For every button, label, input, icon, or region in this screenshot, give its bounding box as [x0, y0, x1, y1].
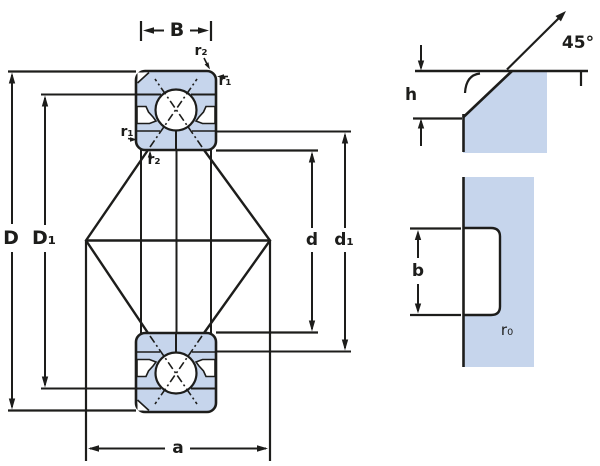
arrowhead-down-icon	[41, 376, 49, 388]
dimension-D: D	[3, 70, 136, 412]
dimension-d1: d₁	[216, 130, 354, 353]
arrowhead-up-icon	[41, 95, 49, 107]
ring-gap-left	[136, 105, 158, 125]
recess-void	[463, 226, 502, 317]
corner-chamfer-edge	[136, 71, 150, 84]
arrowhead-down-icon	[8, 398, 16, 410]
arrowhead-right-icon	[198, 27, 209, 34]
leader-arrow-icon	[130, 137, 137, 142]
b-extension-ticks	[410, 227, 461, 317]
contact-centerline-1	[149, 335, 198, 405]
arrowhead-left-icon	[143, 27, 154, 34]
ball	[154, 351, 198, 395]
label-r1-left: r₁	[120, 124, 133, 140]
dim-label-D: D	[3, 227, 19, 249]
arrowhead-down-icon	[308, 320, 316, 332]
leader-arrow-icon	[204, 62, 210, 70]
leader-arrow-icon	[147, 150, 153, 158]
dim-label-h: h	[405, 85, 417, 105]
detail-chamfer: h 45°	[405, 11, 594, 153]
arrowhead-up-icon	[341, 132, 349, 144]
dimension-D1: D₁	[32, 93, 136, 390]
label-r0: r₀	[501, 321, 513, 339]
arrowhead-up-icon	[414, 230, 422, 240]
radius-callouts: r₂ r₁ r₁ r₂	[120, 43, 231, 168]
arrowhead-right-icon	[257, 445, 268, 452]
extension-lines	[8, 70, 136, 412]
leader-arrow-icon	[217, 74, 224, 79]
arrowhead-up-icon	[308, 151, 316, 163]
dim-label-d: d	[306, 230, 318, 250]
detail-recess: b r₀	[410, 177, 534, 367]
arrowhead-down-icon	[414, 303, 422, 314]
label-r1-right: r₁	[218, 73, 231, 89]
dim-label-b: b	[412, 261, 424, 281]
ring-gap-right	[194, 105, 216, 125]
angle-label: 45°	[562, 33, 594, 53]
contact-centerline-2	[154, 78, 203, 148]
ring-gap-left	[136, 358, 158, 378]
dimension-B: B	[139, 19, 213, 41]
label-r2-top: r₂	[194, 43, 207, 59]
arrowhead-down-icon	[417, 60, 425, 71]
extension-lines	[216, 130, 351, 353]
extension-lines	[41, 93, 136, 390]
corner-chamfer-edge	[136, 399, 150, 412]
arrowhead-up-icon	[417, 118, 425, 129]
ball	[154, 88, 198, 132]
extension-ticks	[139, 21, 213, 41]
contact-line-diamond	[84, 149, 272, 461]
extension-lines	[216, 149, 318, 334]
dimension-a: a	[88, 438, 268, 458]
arrowhead-left-icon	[88, 445, 99, 452]
leader-arrow-icon	[555, 11, 566, 22]
bearing-section-top	[134, 69, 218, 152]
ring-corner-radius-arc	[463, 72, 481, 94]
dim-label-a: a	[172, 438, 183, 458]
chamfer-edge-line	[462, 70, 513, 119]
angle-leader-line	[506, 15, 562, 71]
dim-label-d1: d₁	[334, 230, 354, 250]
dim-label-B: B	[170, 19, 184, 41]
dim-label-D1: D₁	[32, 227, 56, 249]
contact-centerline-2	[154, 335, 203, 405]
contact-centerline-1	[149, 78, 198, 148]
dimension-d: d	[216, 149, 318, 334]
arrowhead-down-icon	[341, 339, 349, 351]
ring-gap-right	[194, 358, 216, 378]
arrowhead-up-icon	[8, 72, 16, 84]
bearing-section-bottom	[134, 331, 218, 414]
